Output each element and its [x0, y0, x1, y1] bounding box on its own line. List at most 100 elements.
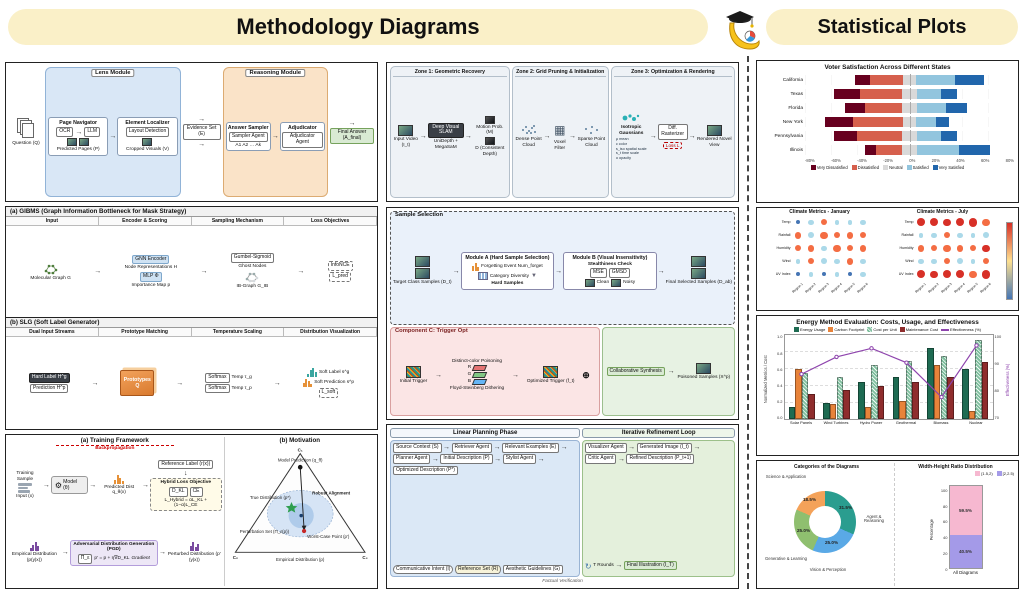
- gaussian-parameter: s_iso spatial scale: [615, 146, 647, 151]
- region-label: Region 6: [979, 282, 993, 295]
- gaussian-parameter: s_t time scale: [615, 151, 640, 156]
- gmsd-box: GMSD: [608, 268, 630, 279]
- bar: [947, 377, 954, 420]
- data-dot: [834, 219, 840, 225]
- data-dot: [834, 271, 840, 277]
- bar-segment: [916, 117, 936, 128]
- dot-cell: [954, 242, 967, 255]
- region-label: Region 3: [940, 282, 954, 295]
- data-dot: [969, 270, 977, 278]
- legend-item: Cost per Unit: [867, 327, 897, 333]
- data-dot: [956, 244, 964, 252]
- data-dot: [846, 245, 854, 252]
- legend-swatch: [793, 327, 799, 333]
- pipeline-step: Source Context (S): [393, 443, 442, 453]
- arrow-icon: [494, 444, 501, 451]
- chart-diagram-statistics: Categories of the Diagrams 31.5% 25.0% 2…: [756, 460, 1019, 589]
- arrow-icon: [555, 268, 562, 275]
- dot-cell: [831, 255, 844, 268]
- dot-cell: [954, 229, 967, 242]
- category-label: Nuclear: [969, 420, 983, 426]
- x-tick-label: 60%: [980, 158, 990, 164]
- video-frame-thumbnail: [398, 124, 414, 136]
- data-dot: [957, 232, 963, 238]
- bar-segment: [902, 75, 917, 86]
- svg-text:Model Prediction (q_θ): Model Prediction (q_θ): [277, 457, 322, 462]
- bar-segment: [901, 145, 918, 156]
- dot-cell: [792, 242, 805, 255]
- dot-cell: [967, 216, 980, 229]
- bar: [808, 394, 815, 420]
- dot-cell: [980, 229, 993, 242]
- donut-category-label: Generative & Learning: [765, 555, 807, 561]
- dot-cell: [915, 242, 928, 255]
- region-label: Region 2: [927, 282, 941, 295]
- y-tick-label: 1.0: [776, 334, 783, 340]
- y2-tick-label: 70: [994, 415, 999, 421]
- dot-cell: [818, 242, 831, 255]
- arrow-icon: [297, 268, 304, 275]
- dot-cell: [857, 229, 870, 242]
- metric-label: Wind: [782, 259, 791, 264]
- bar-segment: [940, 131, 957, 142]
- dot-cell: [928, 268, 941, 281]
- column-header: Loss Objectives: [284, 217, 377, 225]
- llm-box: LLM: [84, 127, 101, 138]
- arrow-icon: [89, 482, 96, 489]
- svg-text:Robust Alignment: Robust Alignment: [312, 490, 351, 495]
- data-dot: [808, 232, 814, 239]
- legend-label: Carbon Footprint: [834, 327, 865, 333]
- document-stack-icon: [17, 117, 35, 139]
- green-channel-layer-icon: [472, 372, 488, 379]
- svg-text:Perturbation Set (Π_ε(p)): Perturbation Set (Π_ε(p)): [239, 529, 289, 534]
- gibms-section: (a) GIBMS (Graph Information Bottleneck …: [6, 207, 377, 317]
- data-dot: [982, 244, 990, 252]
- collaborative-synthesis-region: Collaborative Synthesis Poisoned Samples…: [601, 327, 735, 416]
- molecular-graph-icon: [44, 264, 57, 275]
- diverging-bar-row: Pennsylvania: [761, 129, 1014, 143]
- dot-cell: [928, 255, 941, 268]
- projection-box: Π_ε: [77, 553, 93, 564]
- legend-swatch: [940, 329, 949, 331]
- state-label: Texas: [790, 91, 803, 97]
- arrow-icon: [658, 268, 665, 275]
- bar: [823, 402, 830, 420]
- data-dot: [847, 220, 853, 225]
- dot-cell: [831, 268, 844, 281]
- data-dot: [943, 218, 951, 226]
- module-a-box: Module A (Hard Sample Selection) Forgett…: [460, 252, 555, 290]
- pipeline-step: Refined Description (P_t+1): [626, 454, 695, 464]
- svg-text:C₃: C₃: [362, 555, 367, 560]
- refinement-loop-header: Iterative Refinement Loop: [582, 428, 735, 438]
- bar-segment: [875, 145, 902, 156]
- category-label: Biomass: [933, 420, 949, 426]
- column-header: Encoder & Scoring: [98, 217, 192, 225]
- ib-graph-icon: [246, 273, 259, 283]
- prototypes-box: Prototypes Q: [120, 370, 155, 396]
- legend-swatch: [996, 470, 1002, 476]
- worst-case-point: [301, 528, 306, 534]
- dot-cell: [941, 255, 954, 268]
- data-dot: [917, 218, 925, 227]
- bar-track: [805, 88, 1014, 101]
- left-title: Methodology Diagrams: [236, 14, 480, 39]
- category-label: Solar Panels: [789, 420, 813, 426]
- bar-segment: [854, 75, 871, 86]
- noisy-sample-thumbnail: [611, 279, 622, 288]
- motivation-section-title: (b) Motivation: [279, 437, 321, 444]
- bar: [829, 404, 837, 420]
- column-header: Temperature Scaling: [191, 328, 285, 336]
- bar-segment: [940, 89, 957, 100]
- bar-segment: [845, 103, 866, 114]
- bar-segment: [853, 117, 903, 128]
- panel-lens-module: Question (Q) Lens Module Page Navigator …: [5, 62, 378, 202]
- pipeline-step: Stylist Agent: [502, 454, 537, 464]
- gaussian-parameter: μ mean: [615, 137, 629, 142]
- red-channel-layer-icon: [472, 365, 488, 372]
- bar-segment: [901, 131, 918, 142]
